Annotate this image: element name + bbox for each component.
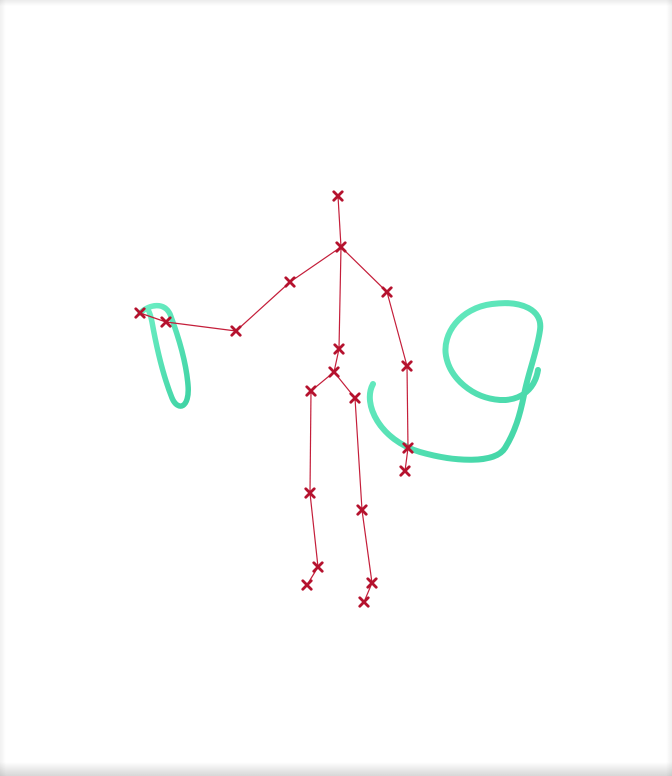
joint-pelvis-x-cross-icon <box>328 366 340 378</box>
bone-r-shoulder-to-r-elbow <box>386 291 408 367</box>
bone-l-hip-to-l-knee <box>309 390 312 494</box>
joint-head-x-cross-icon <box>332 190 344 202</box>
joint-spine-x-cross-icon <box>333 343 345 355</box>
bone-l-knee-to-l-ankle <box>309 492 319 568</box>
joint-neck-x-cross-icon <box>335 241 347 253</box>
bone-neck-to-r-shoulder <box>340 246 388 293</box>
bone-neck-to-spine <box>338 246 342 350</box>
frame-shadow-left <box>0 0 6 776</box>
joint-r-elbow-x-cross-icon <box>401 360 413 372</box>
bone-head-to-neck <box>337 195 342 248</box>
frame-shadow-bottom <box>0 762 672 776</box>
bone-l-elbow-to-l-wrist <box>165 321 237 332</box>
joint-l-knee-x-cross-icon <box>304 487 316 499</box>
frame-shadow-top <box>0 0 672 6</box>
skeleton-joints <box>134 190 414 608</box>
joint-l-wrist-x-cross-icon <box>160 316 172 328</box>
joint-r-ankle-x-cross-icon <box>366 577 378 589</box>
bone-r-elbow-to-r-wrist <box>406 365 409 449</box>
joint-r-wrist-x-cross-icon <box>402 442 414 454</box>
joint-l-elbow-x-cross-icon <box>230 325 242 337</box>
frame-shadow-right <box>666 0 672 776</box>
joint-r-hand-x-cross-icon <box>399 465 411 477</box>
joint-l-shoulder-x-cross-icon <box>284 276 296 288</box>
joint-l-foot-x-cross-icon <box>301 579 313 591</box>
bone-neck-to-l-shoulder <box>289 246 342 283</box>
left-hand-trajectory <box>137 302 191 409</box>
bone-l-shoulder-to-l-elbow <box>235 281 291 332</box>
trajectories <box>137 300 544 463</box>
right-hand-trajectory <box>366 300 544 463</box>
joint-r-shoulder-x-cross-icon <box>381 286 393 298</box>
joint-l-hip-x-cross-icon <box>305 385 317 397</box>
joint-l-ankle-x-cross-icon <box>312 561 324 573</box>
bone-l-wrist-to-l-hand <box>139 312 167 323</box>
joint-r-foot-x-cross-icon <box>358 596 370 608</box>
bone-spine-to-pelvis <box>333 348 340 373</box>
bone-r-knee-to-r-ankle <box>361 509 373 584</box>
joint-r-hip-x-cross-icon <box>349 392 361 404</box>
bone-r-wrist-to-r-hand <box>404 447 409 472</box>
bone-r-hip-to-r-knee <box>354 397 363 511</box>
joint-l-hand-x-cross-icon <box>134 307 146 319</box>
joint-r-knee-x-cross-icon <box>356 504 368 516</box>
